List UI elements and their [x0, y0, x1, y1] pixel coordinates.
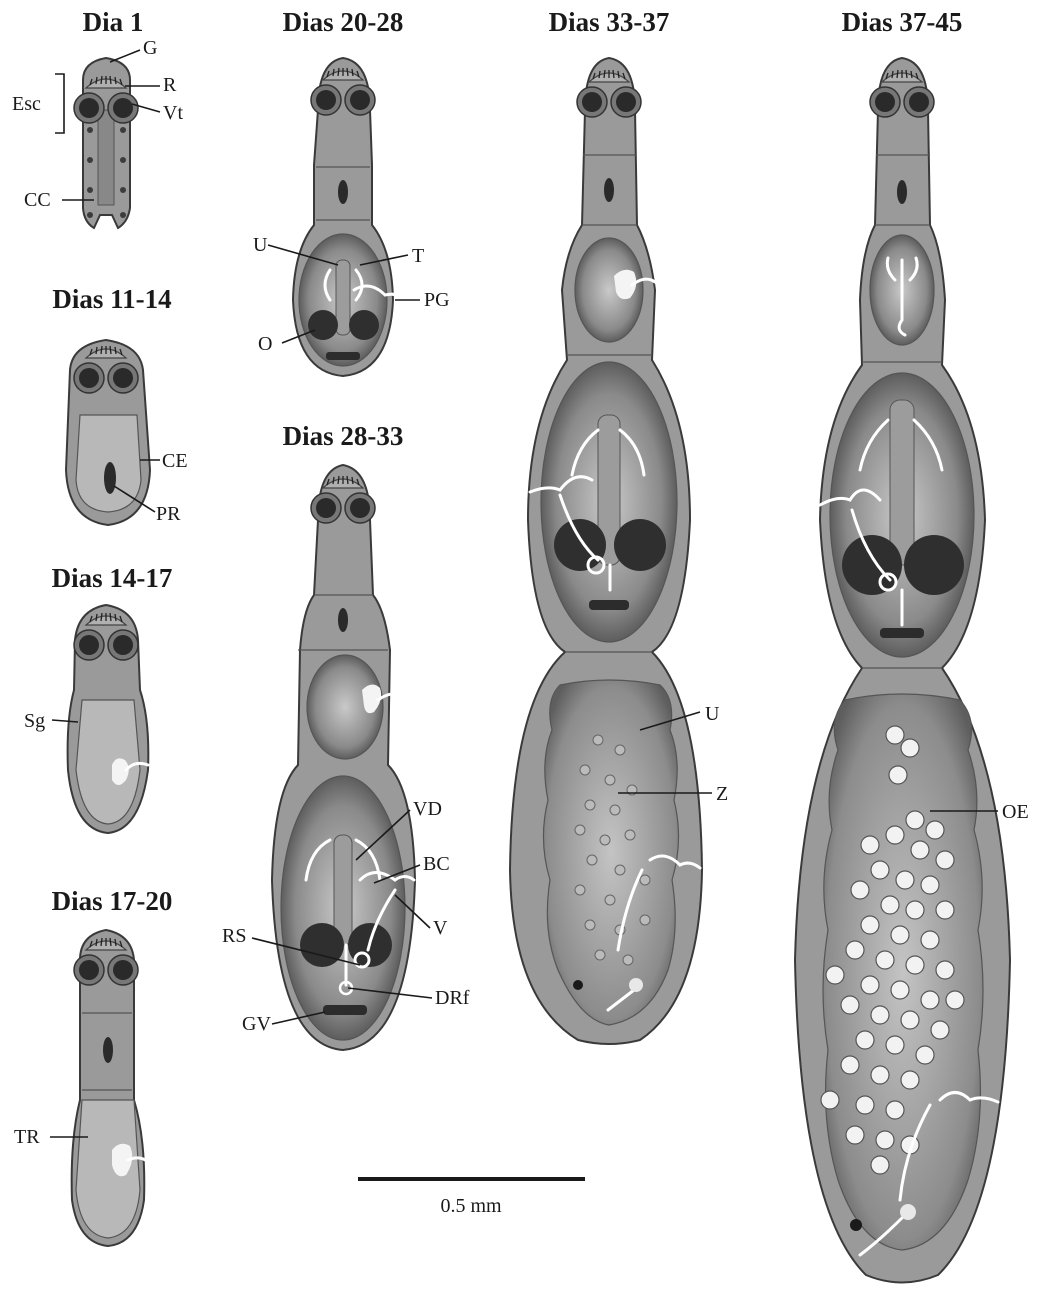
label-G: G — [143, 37, 157, 59]
label-U-20-28: U — [253, 234, 268, 256]
label-BC: BC — [423, 853, 450, 875]
stage-dias33-37-worm — [510, 58, 702, 1044]
label-T: T — [412, 245, 424, 267]
label-Sg: Sg — [24, 710, 45, 732]
esc-bracket — [55, 74, 64, 133]
stage-dias20-28-worm — [293, 58, 404, 376]
stage-title-dias20-28: Dias 20-28 — [283, 7, 404, 37]
stage-dias11-14-worm — [66, 340, 150, 525]
stage-dias28-33-worm — [272, 465, 415, 1050]
stage-title-dias28-33: Dias 28-33 — [283, 421, 404, 451]
label-DRf: DRf — [435, 987, 470, 1009]
label-U-33-37: U — [705, 703, 720, 725]
label-Esc: Esc — [12, 93, 41, 115]
label-VD: VD — [413, 798, 442, 820]
label-RS: RS — [222, 925, 246, 947]
stage-title-dias33-37: Dias 33-37 — [549, 7, 670, 37]
label-O: O — [258, 333, 272, 355]
stage-title-dias37-45: Dias 37-45 — [842, 7, 963, 37]
stage-dias17-20-worm — [72, 930, 148, 1246]
stage-title-dia1: Dia 1 — [83, 7, 144, 37]
stage-dia1-worm — [74, 58, 138, 228]
scale-bar-label: 0.5 mm — [440, 1195, 502, 1217]
stage-title-dias14-17: Dias 14-17 — [52, 563, 173, 593]
label-V: V — [433, 917, 448, 939]
label-GV: GV — [242, 1013, 271, 1035]
label-R: R — [163, 74, 177, 96]
label-OE: OE — [1002, 801, 1029, 823]
label-Z: Z — [716, 783, 728, 805]
stage-title-dias17-20: Dias 17-20 — [52, 886, 173, 916]
label-PG: PG — [424, 289, 450, 311]
stage-title-dias11-14: Dias 11-14 — [52, 284, 171, 314]
label-Vt: Vt — [163, 102, 183, 124]
stage-dias14-17-worm — [68, 605, 149, 833]
label-TR: TR — [14, 1126, 40, 1148]
label-PR: PR — [156, 503, 181, 525]
label-CE: CE — [162, 450, 188, 472]
label-CC: CC — [24, 189, 51, 211]
stage-dias37-45-worm — [795, 58, 1010, 1283]
